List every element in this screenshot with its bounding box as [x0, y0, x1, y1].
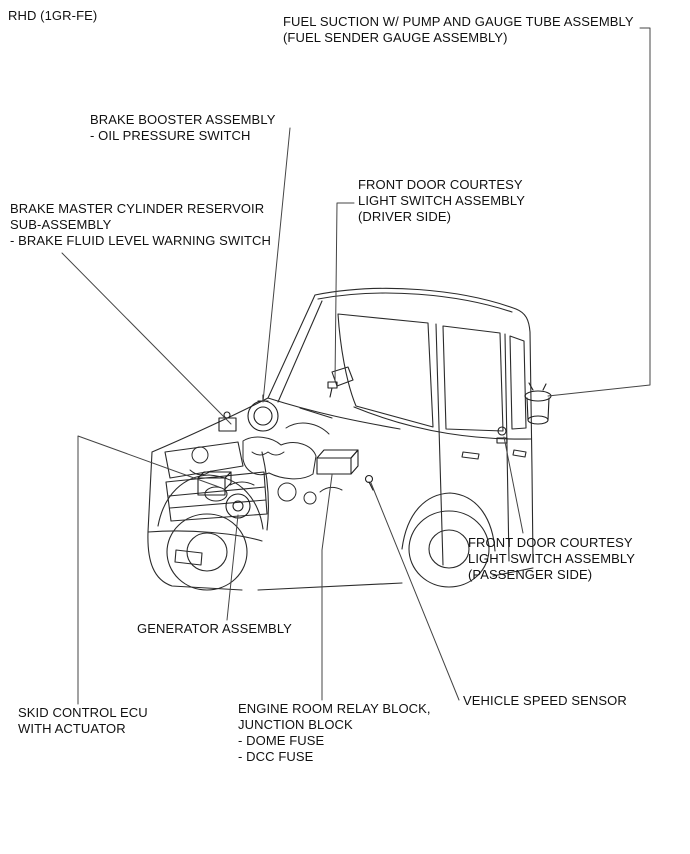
brand-emblem [204, 486, 228, 502]
headlight [164, 441, 244, 479]
label-brake-master-reservoir: BRAKE MASTER CYLINDER RESERVOIR SUB-ASSE… [10, 201, 272, 248]
leader-relay-block [321, 474, 333, 701]
label-generator: GENERATOR ASSEMBLY [137, 621, 292, 636]
vehicle-speed-sensor-part-icon [364, 474, 374, 491]
grille [165, 471, 268, 522]
car-illustration [147, 287, 534, 591]
door-handle-front [461, 451, 480, 460]
brake-master-reservoir-part-icon [218, 411, 237, 432]
label-fuel-suction: FUEL SUCTION W/ PUMP AND GAUGE TUBE ASSE… [283, 14, 634, 45]
skid-control-ecu-part-icon [197, 471, 232, 496]
front-wheel [166, 513, 248, 591]
label-relay-block: ENGINE ROOM RELAY BLOCK, JUNCTION BLOCK … [238, 701, 431, 764]
variant-code-label: RHD (1GR-FE) [8, 8, 98, 23]
label-brake-booster: BRAKE BOOSTER ASSEMBLY - OIL PRESSURE SW… [90, 112, 276, 143]
label-courtesy-passenger: FRONT DOOR COURTESY LIGHT SWITCH ASSEMBL… [468, 535, 636, 582]
generator-part-icon [225, 493, 251, 519]
leader-generator [226, 514, 239, 621]
fog-lamp [174, 549, 203, 566]
label-courtesy-driver: FRONT DOOR COURTESY LIGHT SWITCH ASSEMBL… [358, 177, 526, 224]
leader-courtesy-passenger [503, 436, 524, 534]
leader-brake-booster [262, 127, 291, 403]
leader-courtesy-driver [334, 202, 355, 383]
leader-skid-control [77, 435, 220, 705]
courtesy-switch-driver-part-icon [327, 381, 338, 398]
label-speed-sensor: VEHICLE SPEED SENSOR [463, 693, 627, 708]
label-skid-control: SKID CONTROL ECU WITH ACTUATOR [18, 705, 148, 736]
leader-speed-sensor [370, 482, 460, 701]
fuel-pump-assembly-part-icon [524, 382, 552, 425]
leader-brake-master-reservoir [61, 252, 232, 425]
courtesy-switch-passenger-part-icon [496, 426, 508, 444]
door-handle-rear [512, 449, 527, 458]
leader-fuel-suction [547, 27, 651, 397]
relay-block-part-icon [316, 449, 359, 475]
rear-wheel [408, 510, 490, 588]
